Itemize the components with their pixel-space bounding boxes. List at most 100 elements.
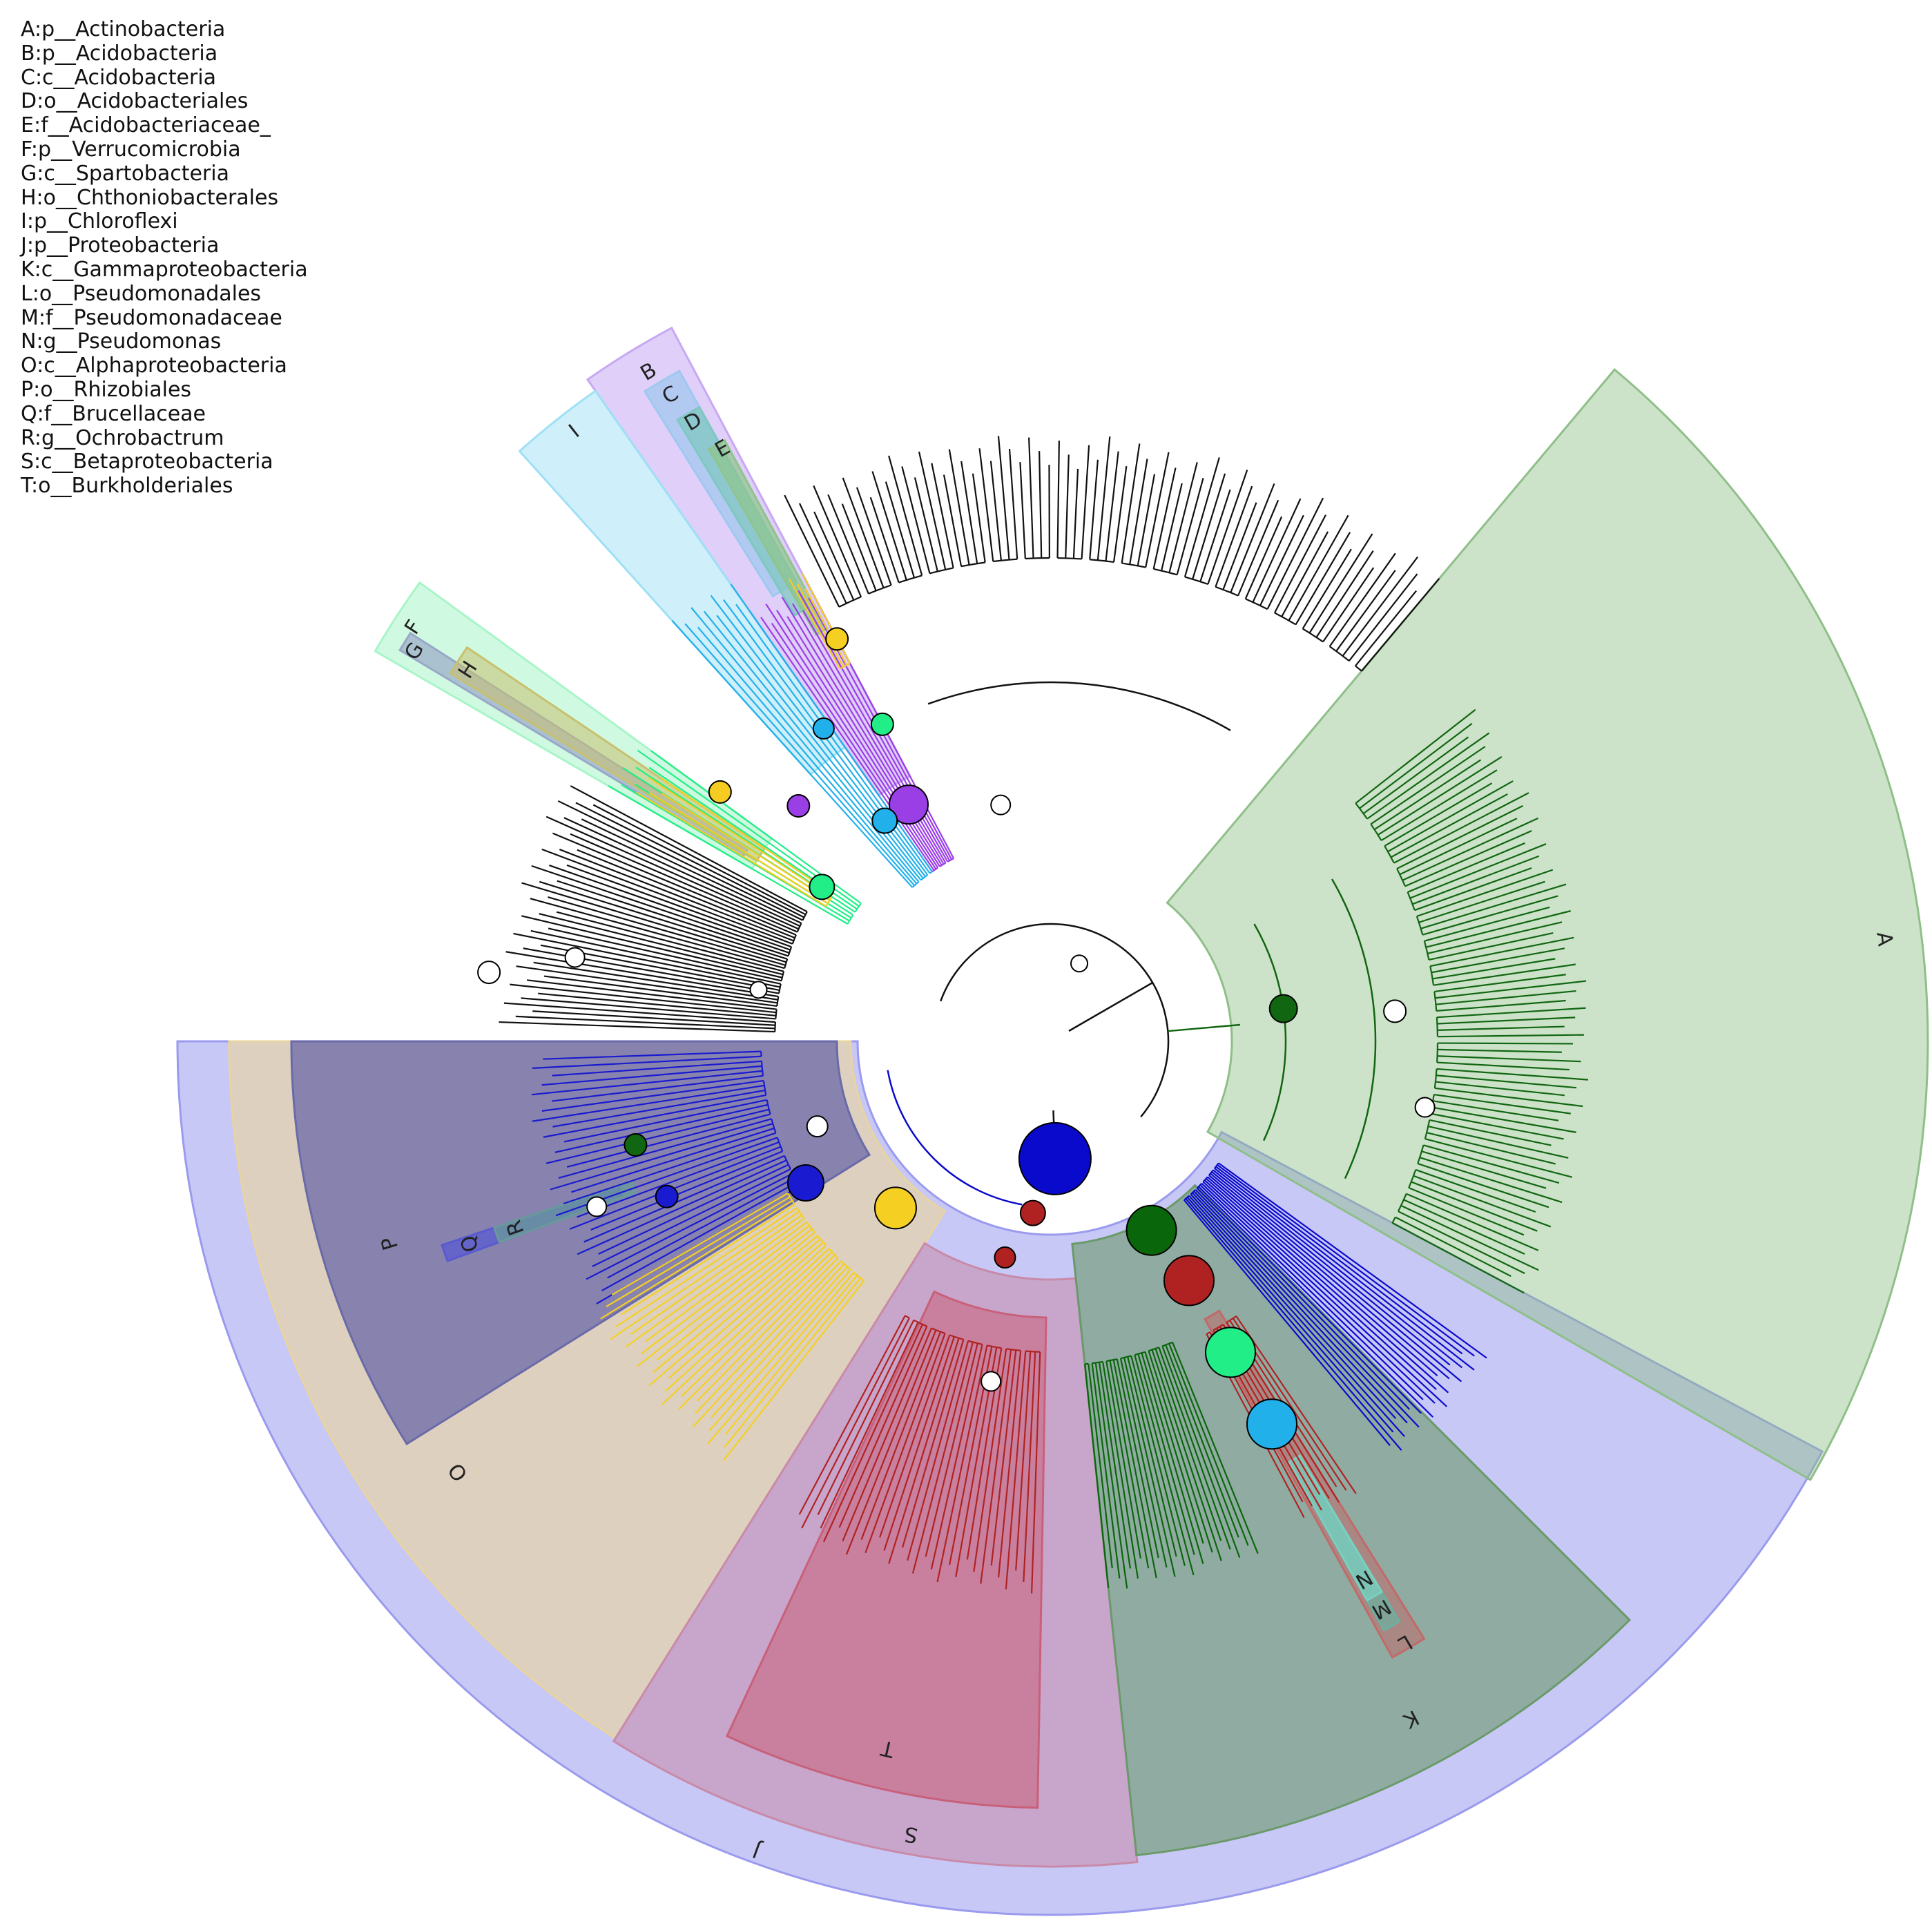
rhizo-leaf (531, 1070, 763, 1096)
beta-arc (913, 1319, 927, 1327)
node-chloroflexi (871, 807, 898, 834)
proteo-k-leaf (1201, 1182, 1436, 1404)
node-proteobacteria (1018, 1121, 1092, 1195)
left-arc (780, 971, 785, 981)
beta-leaf (936, 1345, 988, 1583)
upper-leaf (1273, 514, 1326, 613)
rhizo-leaf (607, 1177, 795, 1279)
proteo-k-arc (1202, 1176, 1208, 1183)
proteo-k-leaf (1207, 1176, 1438, 1377)
upper-leaf (1056, 441, 1060, 559)
legend-item-o: O:c__Alphaproteobacteria (21, 354, 287, 378)
gamma-arc (1134, 1351, 1146, 1356)
upper-leaf (1039, 451, 1043, 559)
gamma-leaf (1112, 1359, 1157, 1579)
upper-leaf (1329, 552, 1396, 647)
alpha-leaf (652, 1235, 818, 1373)
actino-arc (1433, 1068, 1438, 1088)
proteo-k-leaf (1211, 1171, 1451, 1366)
upper-leaf (972, 473, 986, 563)
left-leaf (557, 880, 789, 957)
upper-leaf (1259, 514, 1304, 606)
left-leaf (530, 929, 781, 985)
actino-leaf (1435, 980, 1587, 999)
actino-arc (1396, 868, 1406, 887)
proteo-k-leaf (1199, 1184, 1424, 1400)
proteo-k-leaf (1198, 1186, 1434, 1418)
proteo-k-leaf (1214, 1168, 1475, 1371)
upper-leaf (1244, 516, 1283, 599)
gamma-leaf (1123, 1357, 1176, 1577)
upper-arc (1025, 557, 1050, 560)
upper-leaf (1121, 443, 1141, 563)
chloro-arc (929, 871, 933, 874)
actino-leaf (1433, 963, 1576, 986)
upper-leaf (1113, 466, 1128, 563)
beta-leaf (930, 1344, 983, 1570)
actino-leaf (1433, 1094, 1571, 1115)
alpha-leaf (664, 1244, 827, 1392)
actino-arc (1384, 845, 1395, 864)
upper-leaf (1028, 437, 1034, 559)
pseudo-arc (1226, 1315, 1237, 1323)
proteo-k-leaf (1186, 1196, 1394, 1433)
legend-item-p: P:o__Rhizobiales (21, 377, 192, 402)
beta-leaf (911, 1342, 974, 1574)
actino-arc (1408, 1169, 1417, 1188)
acidobact-e-leaf (788, 578, 841, 669)
beta-arc (1006, 1348, 1021, 1351)
alpha-leaf (606, 1196, 791, 1308)
rhizo-leaf (532, 1055, 762, 1070)
node-brucellaceae (655, 1184, 679, 1208)
actino-leaf (1436, 1068, 1589, 1081)
beta-leaf (1015, 1351, 1032, 1571)
legend-item-f: F:p__Verrucomicrobia (21, 137, 241, 162)
actino-leaf (1412, 855, 1540, 905)
upper-leaf (997, 436, 1010, 560)
proteo-k-leaf (1210, 1173, 1462, 1382)
node-white-4 (477, 961, 501, 985)
upper-arc (960, 561, 985, 568)
node-betaproteobacteria (1019, 1199, 1046, 1226)
left-leaf (548, 927, 782, 982)
alpha-arc (786, 1193, 795, 1205)
rhizo-leaf (552, 1089, 766, 1128)
chthonio-leaf (648, 777, 832, 898)
left-leaf (503, 1002, 776, 1023)
actino-leaf (1355, 708, 1476, 804)
node-verrucomicrobia (809, 874, 835, 900)
node-burkholderiales (994, 1246, 1016, 1269)
actino-leaf (1436, 1007, 1586, 1019)
upper-leaf (869, 497, 900, 583)
left-leaf (563, 817, 800, 927)
actino-leaf (1391, 1222, 1525, 1294)
actino-leaf (1437, 1061, 1569, 1071)
upper-arc (1329, 646, 1350, 662)
sector-t (725, 1290, 1047, 1809)
pseudo-arc (1206, 1331, 1210, 1335)
actino-arc (1424, 1119, 1431, 1139)
clade-legend: A:p__Actinobacteria B:p__Acidobacteria C… (21, 17, 308, 499)
beta-leaf (1023, 1351, 1036, 1583)
upper-leaf (960, 461, 978, 564)
chloro-leaf (703, 610, 922, 881)
actino-leaf (1409, 843, 1547, 899)
alpha-arc (806, 1222, 815, 1233)
left-leaf (499, 1021, 775, 1033)
beta-leaf (1030, 1351, 1041, 1594)
actino-arc (1355, 802, 1368, 820)
actino-leaf (1418, 880, 1545, 923)
upper-arc (1302, 628, 1324, 643)
rhizo-leaf (601, 1181, 798, 1292)
clade-sectors (176, 326, 1929, 1916)
upper-leaf (1222, 502, 1257, 590)
actino-leaf (1430, 936, 1574, 967)
upper-leaf (1335, 570, 1396, 652)
rhizo-leaf (545, 1108, 770, 1164)
left-arc (776, 996, 780, 1007)
beta-leaf (990, 1349, 1017, 1566)
actino-leaf (1428, 1125, 1569, 1159)
rhizo-leaf (541, 1079, 764, 1112)
upper-arc (927, 681, 1231, 731)
